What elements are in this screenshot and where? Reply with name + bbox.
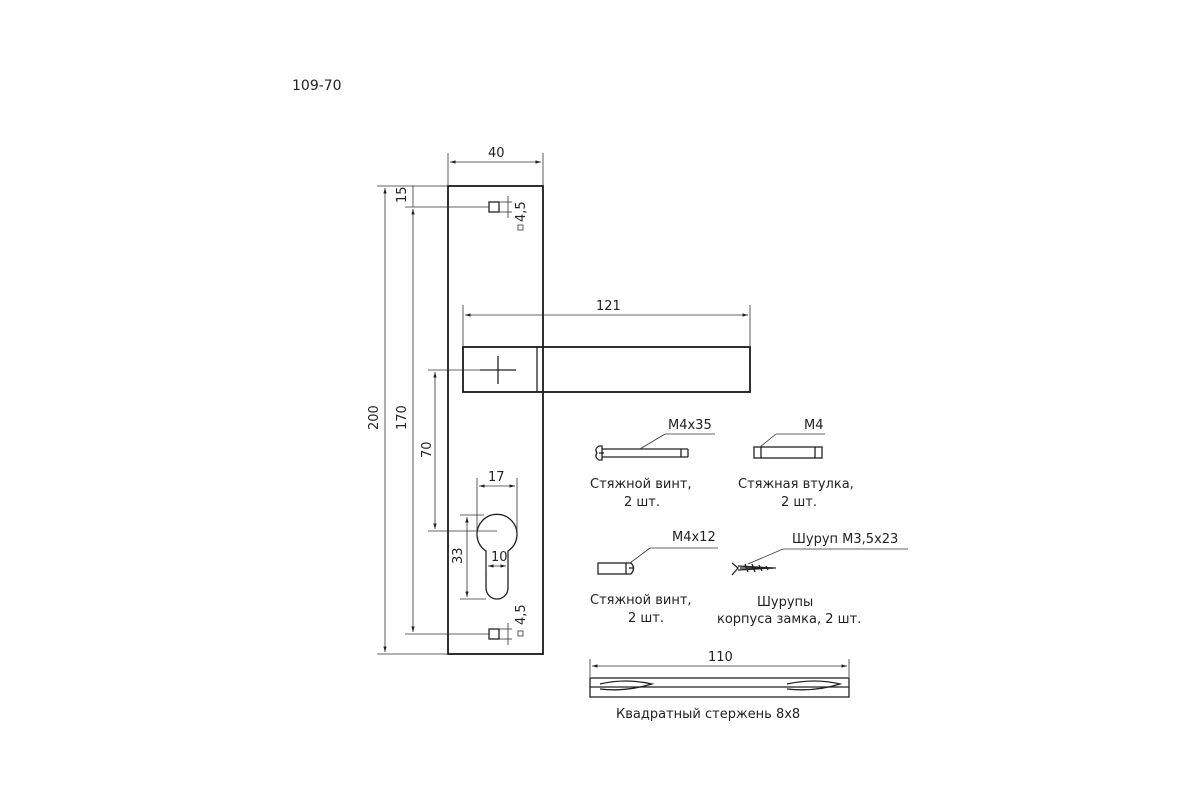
wood-screw-spec: Шуруп М3,5х23 (792, 532, 898, 547)
dim-total-height: 200 (367, 185, 448, 655)
dim-hole-spacing: 170 15 (395, 186, 489, 635)
dim-plate-width: 40 (447, 146, 544, 186)
dim-cylinder-slot: 10 (485, 550, 509, 570)
screw-long-caption-1: Стяжной винт, (590, 477, 692, 492)
dim-hole-spacing-label: 170 (395, 405, 410, 430)
screw-short-spec: M4x12 (672, 530, 716, 545)
dim-cylinder-height: 33 (451, 514, 486, 600)
back-plate (447, 185, 544, 655)
screw-short-part: M4x12 Стяжной винт, 2 шт. (590, 530, 718, 626)
wood-screw-part: Шуруп М3,5х23 Шурупы корпуса замка, 2 шт… (717, 532, 908, 627)
spindle-length-label: 110 (708, 650, 733, 665)
dim-handle-to-cylinder-label: 70 (420, 441, 435, 458)
spindle-caption: Квадратный стержень 8х8 (616, 707, 800, 722)
dim-hole-size-bottom: 4,5 (499, 604, 529, 645)
wood-screw-caption-1: Шурупы (757, 595, 813, 610)
model-code: 109-70 (292, 78, 342, 94)
dim-top-offset-label: 15 (395, 186, 410, 203)
top-screw-hole (488, 201, 500, 213)
dim-cylinder-width-label: 17 (488, 470, 505, 485)
dim-total-height-label: 200 (367, 405, 382, 430)
cylinder-cutout (476, 513, 518, 600)
spindle-part: 110 Квадратный стержень 8х8 (589, 650, 850, 722)
bushing-spec: M4 (804, 418, 824, 433)
wood-screw-caption-2: корпуса замка, 2 шт. (717, 612, 861, 627)
dim-cylinder-height-label: 33 (451, 547, 466, 564)
bushing-caption-2: 2 шт. (781, 495, 817, 510)
screw-short-caption-2: 2 шт. (628, 611, 664, 626)
bottom-screw-hole (488, 628, 500, 640)
bushing-caption-1: Стяжная втулка, (738, 477, 854, 492)
dim-hole-size-top: 4,5 (499, 196, 529, 231)
dim-cylinder-width: 17 (476, 470, 518, 531)
screw-long-caption-2: 2 шт. (624, 495, 660, 510)
dim-handle-to-cylinder: 70 (420, 369, 498, 532)
screw-short-caption-1: Стяжной винт, (590, 593, 692, 608)
dim-handle-length: 121 (462, 299, 751, 347)
dim-hole-size-bottom-label: 4,5 (514, 604, 529, 625)
screw-long-part: M4x35 Стяжной винт, 2 шт. (590, 418, 715, 510)
dim-hole-size-top-label: 4,5 (514, 201, 529, 222)
dim-handle-length-label: 121 (596, 299, 621, 314)
screw-long-spec: M4x35 (668, 418, 712, 433)
dim-cylinder-slot-label: 10 (491, 550, 508, 565)
handle-lever (462, 346, 751, 393)
dim-plate-width-label: 40 (488, 146, 505, 161)
bushing-part: M4 Стяжная втулка, 2 шт. (738, 418, 854, 510)
